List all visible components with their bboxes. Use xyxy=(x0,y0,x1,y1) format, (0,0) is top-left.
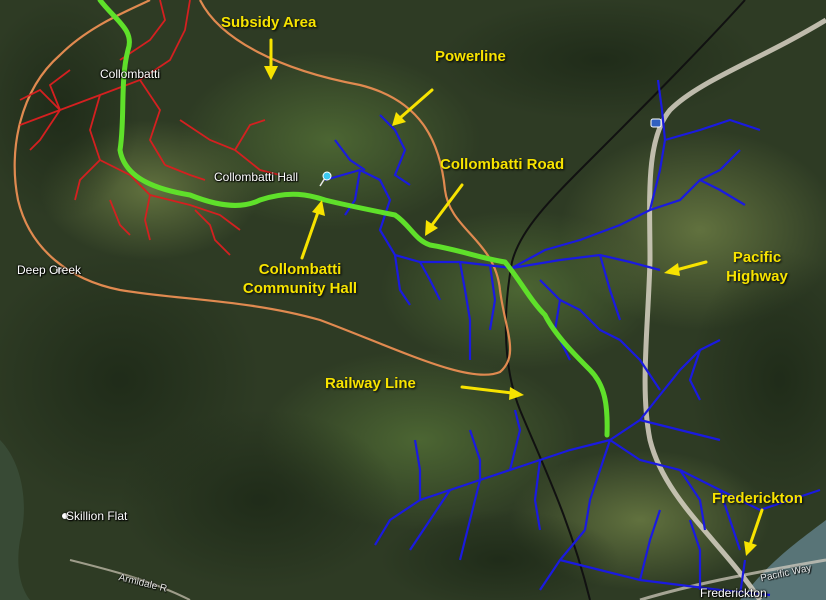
red-powerline-network xyxy=(19,0,281,256)
skillion-flat-marker-icon xyxy=(62,513,68,519)
callout-community-hall: Collombatti Community Hall xyxy=(236,260,364,298)
place-label-collombatti-hall: Collombatti Hall xyxy=(214,170,299,184)
callout-railway-line: Railway Line xyxy=(325,375,416,392)
place-label-deep-creek: Deep Creek xyxy=(17,263,82,277)
arrow-powerline xyxy=(392,88,434,126)
collombatti-road-line xyxy=(97,0,610,438)
deep-creek-marker-icon xyxy=(56,267,62,273)
callout-frederickton: Frederickton xyxy=(712,490,803,507)
pacific-highway-line xyxy=(642,17,826,600)
arrow-subsidy-area xyxy=(264,38,278,80)
arrow-collombatti-road xyxy=(425,183,464,236)
blue-powerline-network xyxy=(324,79,821,597)
place-label-collombatti: Collombatti xyxy=(100,67,161,81)
callout-powerline: Powerline xyxy=(435,48,506,65)
arrow-pacific-highway xyxy=(664,260,708,276)
arrow-frederickton xyxy=(744,508,764,556)
subsidy-area-boundary xyxy=(13,0,512,376)
minor-road xyxy=(69,559,191,600)
callout-community-hall-line2: Community Hall xyxy=(242,280,358,297)
highway-shield-icon xyxy=(650,118,662,128)
railway-line xyxy=(504,0,746,600)
place-label-skillion-flat: Skillion Flat xyxy=(66,509,128,523)
callout-pacific-highway-line2: Highway xyxy=(726,268,788,285)
callout-arrows xyxy=(264,38,764,556)
callout-subsidy-area: Subsidy Area xyxy=(221,14,317,31)
callout-collombatti-road: Collombatti Road xyxy=(440,156,565,173)
arrow-community-hall xyxy=(300,200,325,260)
place-label-frederickton: Frederickton xyxy=(700,586,767,600)
arrow-railway-line xyxy=(460,385,524,400)
pushpin-icon[interactable] xyxy=(319,171,332,187)
callout-pacific-highway: Pacific Highway xyxy=(712,248,802,286)
callout-pacific-highway-line1: Pacific xyxy=(732,249,782,266)
minor-road xyxy=(639,558,826,600)
callout-community-hall-line1: Collombatti xyxy=(258,261,342,278)
